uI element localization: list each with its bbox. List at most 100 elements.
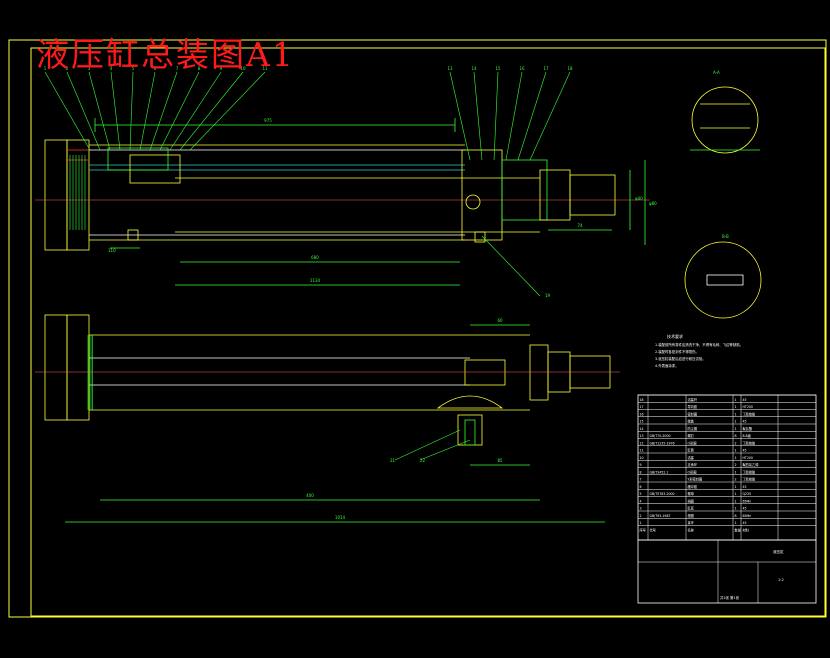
- bom-cell: 防尘圈: [688, 426, 698, 431]
- bom-cell: 2: [735, 441, 737, 445]
- bom-cell: 45: [743, 420, 747, 424]
- bom-cell: 3: [640, 507, 642, 511]
- gland-seal: [501, 159, 548, 221]
- balloon-number: 5: [132, 66, 135, 71]
- bom-cell: 65Mn: [743, 514, 752, 518]
- balloon-number: 4: [110, 66, 113, 71]
- bom-cell: 1: [735, 420, 737, 424]
- piston-green: [107, 147, 169, 171]
- bom-cell: 活塞杆: [688, 397, 698, 402]
- port-block: [474, 231, 486, 243]
- bom-cell: 16: [640, 412, 644, 416]
- bom-cell: Q235: [743, 492, 752, 496]
- bom-cell: 缸底: [688, 506, 695, 511]
- bom-cell: HT200: [743, 405, 753, 409]
- bom-cell: 14: [640, 427, 644, 431]
- bom-cell: 螺母: [688, 491, 694, 496]
- balloon-leader: [419, 439, 471, 461]
- balloon-leader: [139, 71, 156, 151]
- dim-label: 74: [577, 223, 583, 228]
- port-circle: [465, 194, 481, 210]
- bom-cell: 11: [640, 449, 644, 453]
- balloon-number: 17: [543, 66, 549, 71]
- dim-label: 85: [497, 458, 503, 463]
- piston-body: [129, 154, 181, 184]
- bom-cell: 1: [735, 470, 737, 474]
- bom-cell: 挡圈: [688, 498, 694, 503]
- balloon-leader: [88, 71, 111, 151]
- bom-cell: 2: [640, 514, 642, 518]
- bom-cell: 1: [735, 492, 737, 496]
- balloon-leader: [149, 71, 178, 151]
- dim-label: 400: [306, 493, 314, 498]
- bottom-rod-block: [464, 359, 506, 386]
- dim-label: 975: [264, 118, 272, 123]
- bom-cell: 1: [640, 521, 642, 525]
- bom-cell: 耳环: [688, 521, 694, 525]
- bom-header-cell: 序号: [640, 527, 646, 532]
- outer-frame: [8, 39, 827, 618]
- bom-cell: 导向套: [688, 404, 698, 409]
- tech-notes-title: 技术要求: [667, 333, 683, 339]
- bom-cell: 1: [735, 412, 737, 416]
- titleblock-sheet: 共1张 第1张: [720, 595, 740, 600]
- bom-cell: 支承环: [688, 462, 698, 467]
- bom-cell: 1: [735, 456, 737, 460]
- section-slot: [706, 274, 744, 286]
- section-circle-bottom: [684, 241, 762, 319]
- section-label: B-B: [722, 234, 729, 239]
- bom-cell: 8: [735, 434, 737, 438]
- bom-cell: 45: [743, 507, 747, 511]
- port-block: [127, 229, 139, 241]
- balloon-leader: [505, 71, 523, 161]
- balloon-leader: [159, 71, 200, 151]
- dim-label: 1134: [310, 278, 321, 283]
- bom-cell: Y形密封圈: [688, 477, 703, 482]
- tech-note: 4.外表面涂漆。: [655, 363, 679, 368]
- balloon-number: 8: [198, 66, 201, 71]
- bom-cell: 1: [735, 405, 737, 409]
- bom-cell: 8: [735, 514, 737, 518]
- bom-cell: 7: [640, 478, 642, 482]
- bom-cell: 1: [735, 499, 737, 503]
- balloon-number: 11: [262, 66, 268, 71]
- balloon-leader: [493, 71, 499, 161]
- head-gland: [461, 149, 503, 241]
- balloon-number: 21: [390, 458, 396, 463]
- balloon-number: 18: [567, 66, 573, 71]
- bom-cell: 2: [735, 478, 737, 482]
- bom-cell: 聚四氟乙烯: [743, 462, 760, 467]
- bom-header-cell: 代号: [650, 527, 656, 532]
- bom-cell: 1: [735, 449, 737, 453]
- bom-cell: 活塞: [688, 455, 695, 460]
- bom-cell: 1: [735, 398, 737, 402]
- bom-cell: 丁腈橡胶: [743, 469, 757, 474]
- bom-cell: 5: [640, 492, 642, 496]
- balloon-number: 13: [447, 66, 453, 71]
- balloon-number: 9: [220, 66, 223, 71]
- bom-cell: 13: [640, 434, 644, 438]
- balloon-leader: [110, 71, 121, 151]
- dim-label: φ40: [635, 196, 643, 201]
- balloon-number: 1: [44, 66, 47, 71]
- bom-cell: 端盖: [688, 419, 695, 424]
- bom-cell: GB/T93-1987: [650, 514, 671, 518]
- bom-cell: 45: [743, 485, 747, 489]
- bom-header-cell: 数量: [735, 527, 742, 532]
- dim-label: 680: [311, 255, 319, 260]
- bom-cell: HT200: [743, 456, 753, 460]
- balloon-leader: [66, 71, 101, 151]
- bom-cell: O形圈: [688, 469, 697, 474]
- section-label: A-A: [713, 70, 720, 75]
- mount-boss: [436, 395, 504, 409]
- bom-cell: 6: [640, 485, 642, 489]
- mount-bolt: [464, 419, 476, 446]
- bom-cell: GB/T3452.1: [650, 470, 669, 474]
- balloon-leader: [449, 71, 471, 161]
- dim-label: φ80: [649, 201, 657, 206]
- bom-header-cell: 名称: [688, 527, 695, 532]
- end-flange: [44, 139, 68, 251]
- bom-cell: 丁腈橡胶: [743, 440, 757, 445]
- bom-cell: 垫圈: [688, 513, 694, 518]
